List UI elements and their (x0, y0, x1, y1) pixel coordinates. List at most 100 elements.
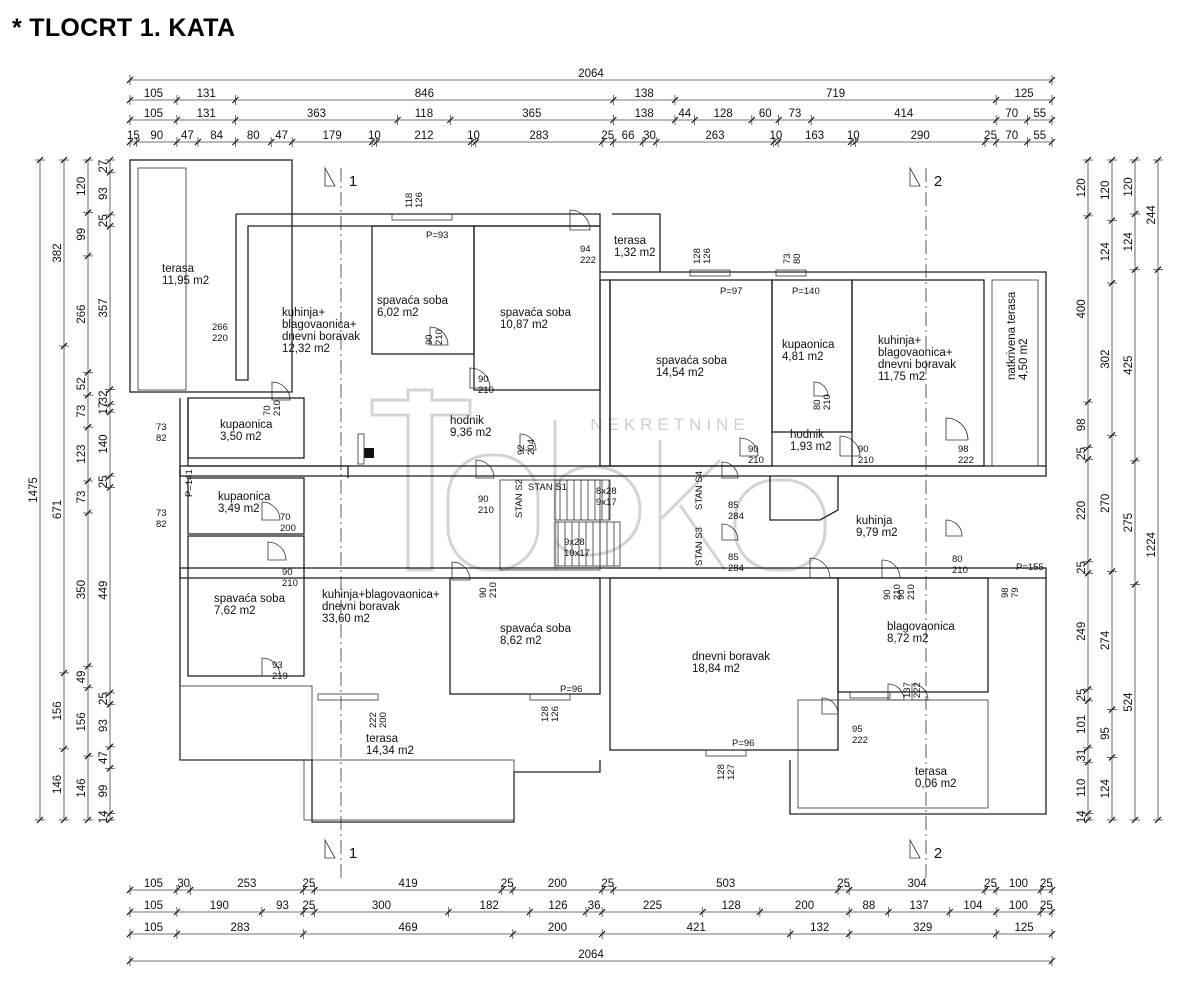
dimension-label: 32 (98, 391, 110, 404)
room-area: 9,36 m2 (450, 427, 492, 439)
dimension-label: 719 (826, 88, 845, 100)
room-area: 0,06 m2 (915, 778, 957, 790)
section-marker-arrow (324, 166, 336, 187)
room-name: kuhinja+ (282, 307, 325, 319)
north-wall-east (612, 213, 661, 272)
dimension-label: 329 (913, 922, 932, 934)
dimension-label: 120 (1076, 178, 1088, 197)
room: kuhinja+blagovaonica+dnevni boravak11,75… (878, 335, 956, 383)
dimension-label: 225 (643, 900, 662, 912)
dimension-label: 156 (76, 712, 88, 731)
door-swing (519, 433, 537, 451)
opening-label: 128 (692, 248, 703, 264)
room-name: dnevni boravak (692, 651, 770, 663)
opening-label: 126 (702, 248, 713, 264)
window (529, 693, 571, 701)
dimension-label: 146 (76, 778, 88, 797)
bath-2 (187, 477, 305, 535)
opening-label: 284 (728, 511, 744, 522)
dimension-label: 414 (894, 108, 914, 120)
bedroom-1 (371, 225, 475, 355)
opening-label: 210 (282, 578, 298, 589)
opening-label: 73 (156, 422, 167, 433)
stair-label: STAN S1 (528, 482, 567, 493)
upper-east-wall (600, 271, 1047, 466)
bedroom-left (187, 535, 305, 677)
room: kuhinja+blagovaonica+dnevni boravak33,60… (322, 589, 440, 625)
stair-label: 9x28 (564, 537, 585, 548)
dimension-label: 100 (1009, 900, 1028, 912)
room-name: blagovaonica (887, 621, 955, 633)
dimension-label: 524 (1123, 692, 1135, 712)
dimension-label: 60 (759, 108, 772, 120)
room-name: dnevni boravak (322, 601, 400, 613)
dimension-label: 44 (678, 108, 691, 120)
room-area: 1,93 m2 (790, 441, 832, 453)
door-swing (261, 657, 281, 677)
left-dimension-column: 1475 (28, 156, 45, 824)
room-area: 11,75 m2 (878, 371, 925, 383)
dimension-label: 283 (529, 130, 548, 142)
stair-label: 8x28 (596, 486, 617, 497)
dimension-label: 30 (177, 878, 190, 890)
opening-label: 85 (728, 552, 739, 563)
dimension-label: 25 (1076, 689, 1088, 702)
door-swing (721, 523, 739, 541)
dimension-label: 25 (984, 130, 997, 142)
section-label: 1 (349, 845, 357, 862)
dimension-label: 419 (398, 878, 417, 890)
dimension-label: 25 (1040, 900, 1053, 912)
dimension-label: 274 (1100, 630, 1112, 650)
watermark-letter-o (446, 453, 540, 572)
dimension-label: 93 (98, 187, 110, 200)
door-swing (261, 501, 281, 521)
door-swing (911, 683, 929, 701)
section-marker-arrow (909, 166, 921, 187)
kitchen-right (851, 279, 985, 467)
opening-label: 90 (748, 444, 759, 455)
shaft-marker (364, 448, 374, 458)
opening-label: 80 (792, 253, 803, 264)
dimension-label: 137 (910, 900, 929, 912)
dimension-label: 425 (1123, 356, 1135, 375)
opening-label: 90 (882, 589, 893, 600)
opening-label: 126 (550, 706, 561, 722)
bath-1 (187, 397, 305, 459)
room-name: spavaća soba (377, 295, 449, 307)
dimension-label: 70 (1005, 130, 1018, 142)
room-name: blagovaonica+ (878, 347, 953, 359)
dining-lower (837, 577, 989, 693)
door-swing (813, 381, 829, 397)
room-area: 12,32 m2 (282, 343, 330, 355)
dimension-label: 10 (847, 130, 860, 142)
dimension-label: 25 (601, 878, 614, 890)
dimension-label: 421 (687, 922, 706, 934)
opening-label: 90 (478, 587, 489, 598)
room-area: 8,72 m2 (887, 633, 929, 645)
stair-label: 9x17 (596, 497, 617, 508)
opening-label: 200 (378, 712, 389, 728)
dimension-label: 95 (1100, 727, 1112, 740)
opening-label: 200 (280, 523, 296, 534)
opening-label: 220 (212, 333, 228, 344)
terrace-lower-railing (303, 759, 515, 821)
dimension-label: 10 (368, 130, 381, 142)
dimension-label: 190 (210, 900, 229, 912)
opening-label: 128 (716, 764, 727, 780)
dimension-label: 140 (98, 434, 110, 453)
room-name: spavaća soba (500, 623, 572, 635)
room-name: blagovaonica+ (282, 319, 357, 331)
watermark-letter-k (658, 440, 727, 571)
room-name: hodnik (450, 415, 484, 427)
dimension-label: 182 (480, 900, 499, 912)
opening-label: P=140 (792, 286, 820, 297)
window (391, 213, 453, 221)
dimension-label: 118 (415, 108, 433, 120)
room-name: kupaonica (218, 491, 271, 503)
